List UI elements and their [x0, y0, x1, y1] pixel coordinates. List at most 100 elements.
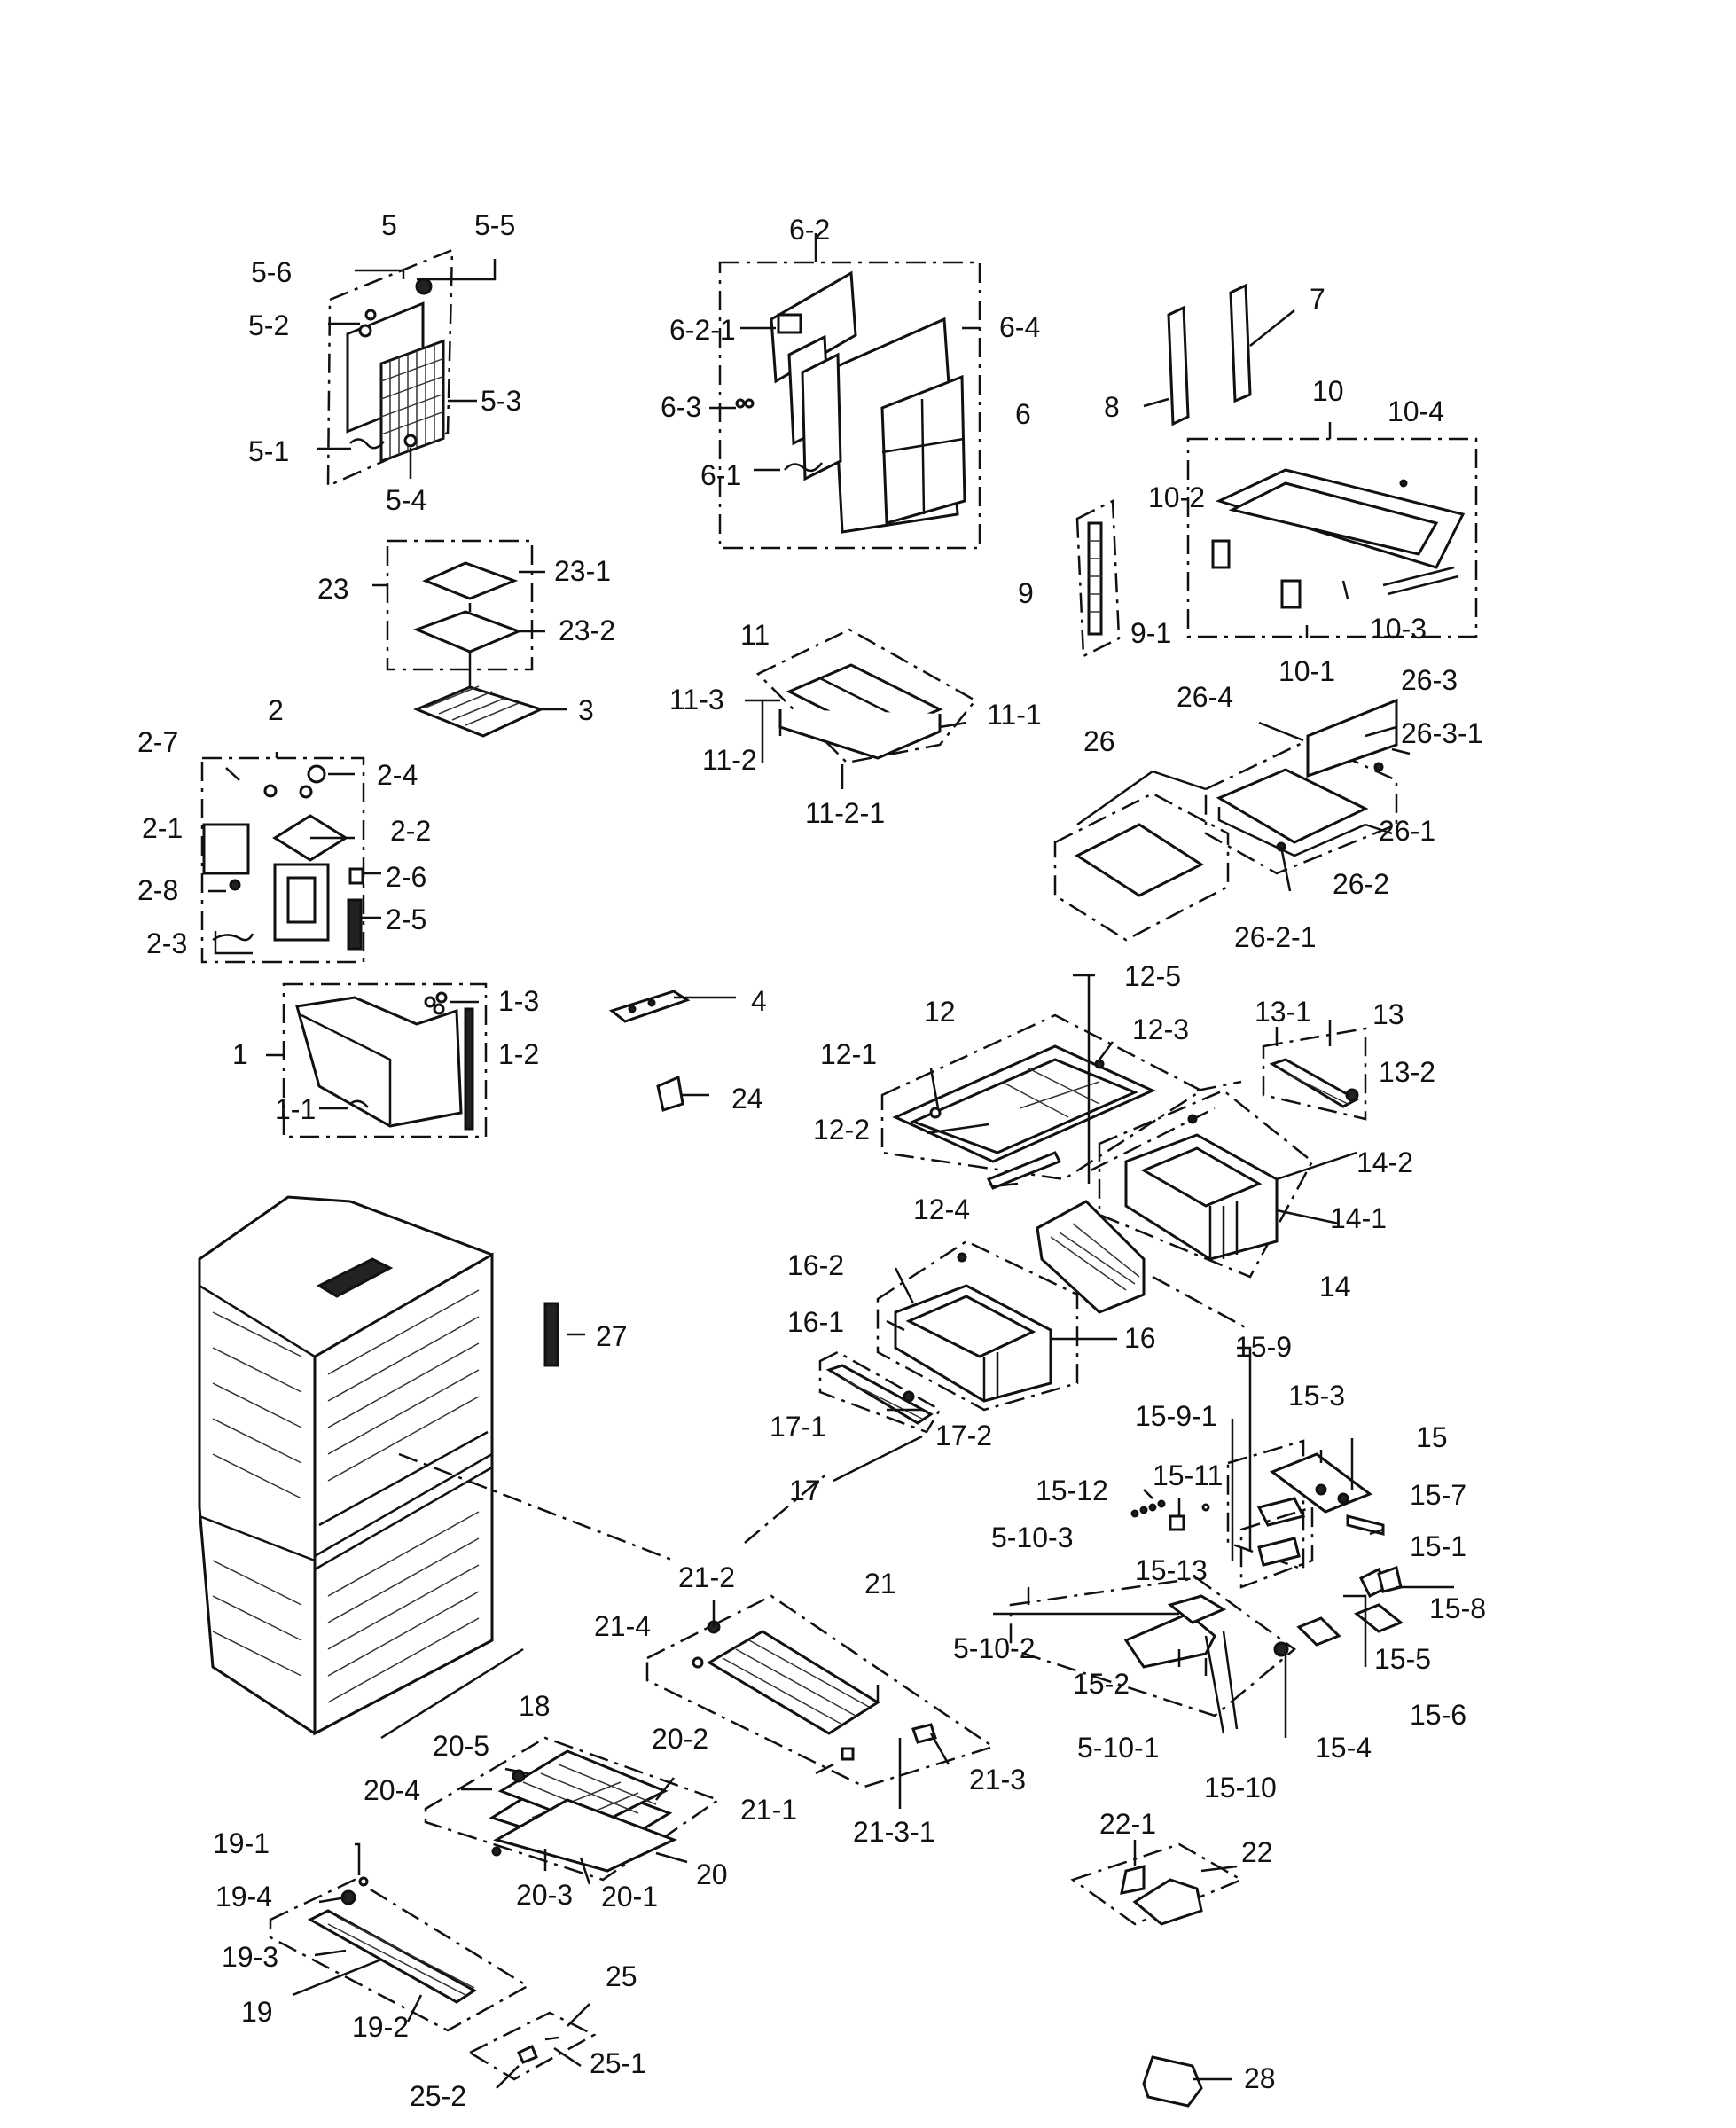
label-14-1: 14-1: [1330, 1202, 1387, 1234]
label-15-12: 15-12: [1036, 1475, 1108, 1506]
label-25: 25: [606, 1960, 637, 1992]
label-2-1: 2-1: [142, 812, 183, 844]
label-11-1: 11-1: [987, 699, 1042, 731]
label-26-4: 26-4: [1177, 681, 1233, 713]
label-11-3: 11-3: [669, 684, 724, 716]
label-19-2: 19-2: [352, 2011, 409, 2043]
label-2-2: 2-2: [390, 815, 431, 847]
label-2-5: 2-5: [386, 904, 426, 935]
label-12-3: 12-3: [1132, 1013, 1189, 1045]
label-19-3: 19-3: [222, 1941, 278, 1973]
group-15-assembly: [993, 1346, 1454, 1738]
label-5-10-1: 5-10-1: [1077, 1732, 1160, 1764]
label-1-2: 1-2: [498, 1038, 539, 1070]
label-10-1: 10-1: [1279, 655, 1335, 687]
group-19-assembly: [269, 1842, 530, 2032]
group-12-assembly: [880, 974, 1204, 1190]
label-16-2: 16-2: [787, 1249, 844, 1281]
label-15-6: 15-6: [1410, 1699, 1466, 1731]
label-2: 2: [268, 694, 284, 726]
label-24: 24: [731, 1083, 763, 1115]
label-12: 12: [924, 996, 956, 1028]
label-9: 9: [1018, 577, 1034, 609]
label-15-1: 15-1: [1410, 1530, 1466, 1562]
label-26-3: 26-3: [1401, 664, 1458, 696]
label-21-4: 21-4: [594, 1610, 651, 1642]
label-19-4: 19-4: [215, 1881, 272, 1913]
label-8: 8: [1104, 391, 1120, 423]
label-20-4: 20-4: [364, 1774, 420, 1806]
label-15-8: 15-8: [1429, 1592, 1486, 1624]
label-5: 5: [381, 209, 397, 241]
label-16-1: 16-1: [787, 1306, 844, 1338]
label-1-3: 1-3: [498, 985, 539, 1017]
label-26-2-1: 26-2-1: [1234, 921, 1317, 953]
label-5-10-3: 5-10-3: [991, 1522, 1074, 1553]
label-22: 22: [1241, 1836, 1273, 1868]
label-14-2: 14-2: [1357, 1146, 1413, 1178]
label-20-1: 20-1: [601, 1881, 658, 1913]
label-15-7: 15-7: [1410, 1479, 1466, 1511]
label-21-1: 21-1: [740, 1794, 797, 1826]
label-21-3-1: 21-3-1: [853, 1816, 935, 1848]
label-15-4: 15-4: [1315, 1732, 1372, 1764]
label-16: 16: [1124, 1322, 1156, 1354]
label-11-2-1: 11-2-1: [805, 797, 885, 829]
label-15-9-1: 15-9-1: [1135, 1400, 1217, 1432]
label-17: 17: [789, 1475, 821, 1506]
group-2-assembly: [200, 752, 381, 964]
label-15-5: 15-5: [1374, 1643, 1431, 1675]
label-13: 13: [1372, 998, 1404, 1030]
label-20-2: 20-2: [652, 1723, 708, 1755]
parts-4-24: [608, 990, 736, 1112]
trim-parts-7-8: [1143, 283, 1295, 426]
label-10: 10: [1312, 375, 1344, 407]
group-25-assembly: [467, 2003, 597, 2089]
label-12-5: 12-5: [1124, 960, 1181, 992]
part-9: [1075, 499, 1121, 658]
label-25-1: 25-1: [590, 2047, 646, 2079]
group-11-assembly: [745, 628, 977, 789]
label-6-2-1: 6-2-1: [669, 314, 736, 346]
label-21-2: 21-2: [678, 1561, 735, 1593]
label-15-11: 15-11: [1153, 1459, 1223, 1491]
label-2-6: 2-6: [386, 861, 426, 893]
label-13-1: 13-1: [1255, 996, 1311, 1028]
label-9-1: 9-1: [1130, 617, 1171, 649]
label-6-3: 6-3: [661, 391, 701, 423]
label-5-5: 5-5: [474, 209, 515, 241]
part-27: [543, 1302, 585, 1367]
group-1-assembly: [266, 982, 488, 1138]
group-13-assembly: [1262, 1020, 1367, 1121]
label-2-4: 2-4: [377, 759, 418, 791]
label-6-4: 6-4: [999, 311, 1040, 343]
label-15-9: 15-9: [1235, 1331, 1292, 1363]
label-25-2: 25-2: [410, 2080, 466, 2112]
label-15-13: 15-13: [1135, 1554, 1208, 1586]
label-6-2: 6-2: [789, 214, 830, 246]
label-10-3: 10-3: [1370, 613, 1427, 645]
label-15-10: 15-10: [1204, 1772, 1277, 1803]
label-2-3: 2-3: [146, 927, 187, 959]
label-6-1: 6-1: [700, 459, 741, 491]
label-17-1: 17-1: [770, 1411, 826, 1443]
label-19: 19: [241, 1996, 273, 2028]
label-27: 27: [596, 1320, 628, 1352]
label-15: 15: [1416, 1421, 1448, 1453]
label-26-3-1: 26-3-1: [1401, 717, 1483, 749]
label-2-7: 2-7: [137, 726, 178, 758]
label-23: 23: [317, 573, 349, 605]
label-20-3: 20-3: [516, 1879, 573, 1911]
label-11-2: 11-2: [702, 744, 757, 776]
label-12-1: 12-1: [820, 1038, 877, 1070]
part-28: [1142, 2055, 1232, 2108]
label-10-4: 10-4: [1388, 395, 1444, 427]
group-10-assembly: [1186, 422, 1478, 638]
group-5-assembly: [317, 248, 497, 488]
label-7: 7: [1310, 283, 1325, 315]
label-28: 28: [1244, 2062, 1276, 2094]
label-15-3: 15-3: [1288, 1380, 1345, 1412]
label-19-1: 19-1: [213, 1827, 270, 1859]
label-21-3: 21-3: [969, 1764, 1026, 1796]
